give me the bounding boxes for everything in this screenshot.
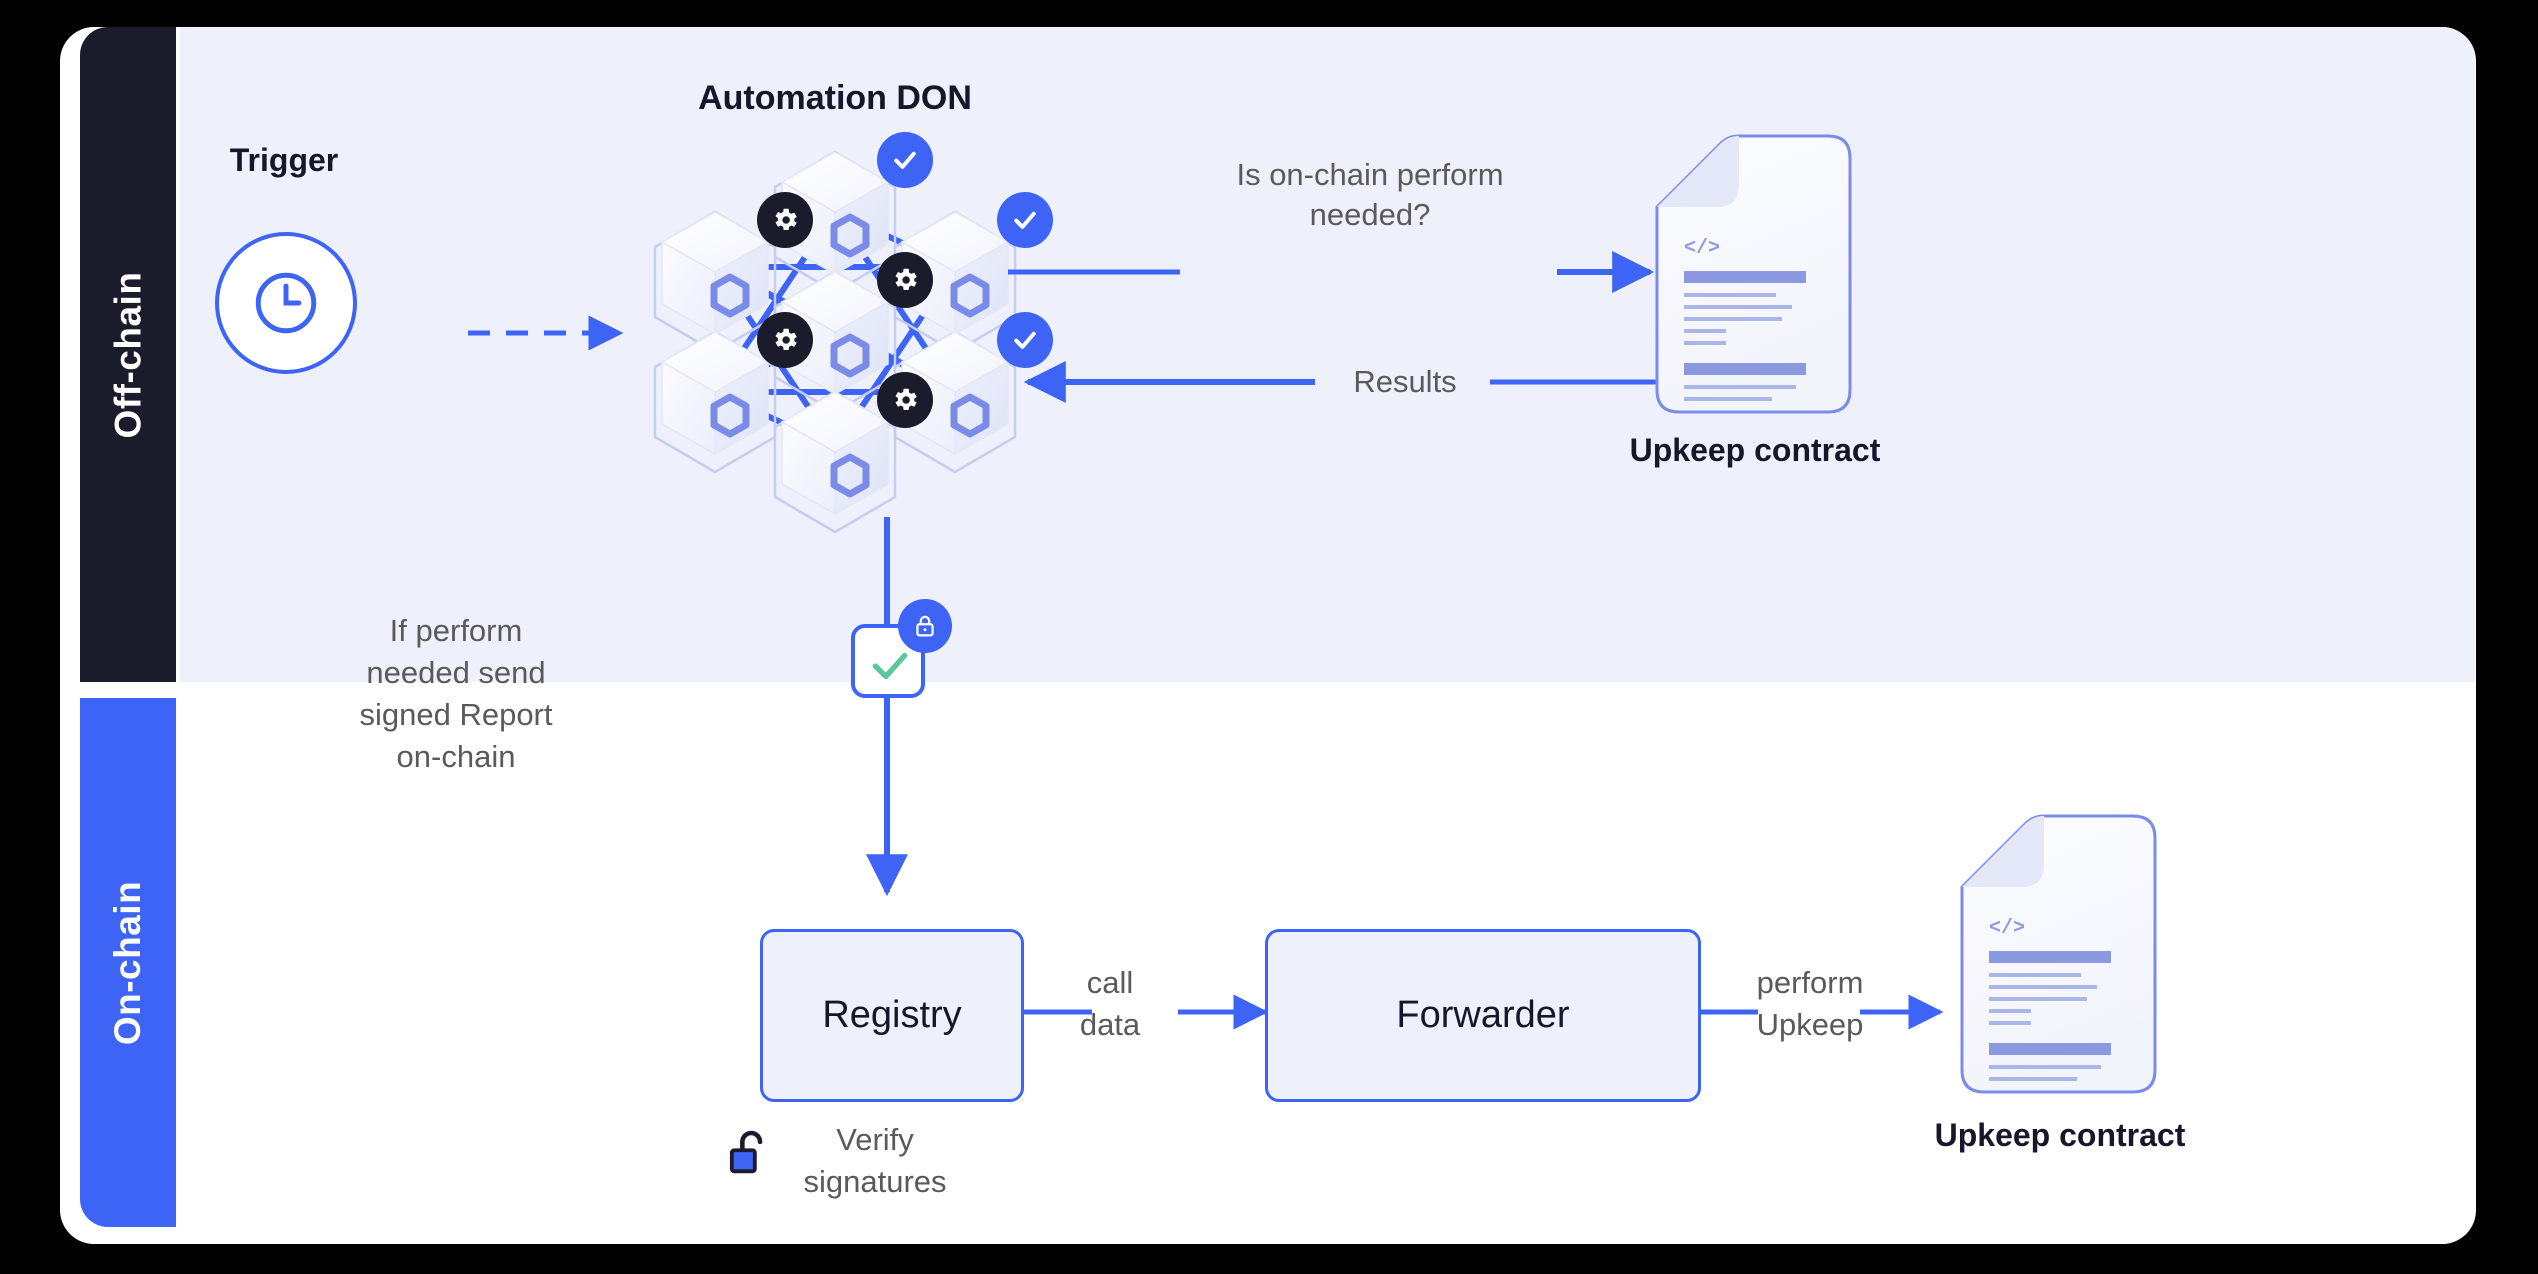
forwarder-box[interactable]: Forwarder <box>1265 929 1701 1102</box>
verify-line-2: signatures <box>803 1163 947 1199</box>
question-line-1: Is on-chain perform <box>1236 157 1504 192</box>
call-data-label: call data <box>1050 962 1170 1046</box>
perform-upkeep-label: perform Upkeep <box>1710 962 1910 1046</box>
check-icon <box>872 652 908 680</box>
sidebar-onchain-label: On-chain <box>107 880 148 1045</box>
signed-report-caption-line-1: If perform <box>389 613 523 648</box>
unlock-icon <box>728 1127 772 1183</box>
node-badge-gear-icon <box>757 192 813 248</box>
signed-report-caption-line-4: on-chain <box>396 738 516 774</box>
signed-report-caption: If perform needed send signed Report on-… <box>281 610 631 777</box>
upkeep-contract-label-offchain: Upkeep contract <box>1629 432 1881 468</box>
sidebar-onchain: On-chain <box>80 698 176 1227</box>
registry-box[interactable]: Registry <box>760 929 1024 1102</box>
question-line-2: needed? <box>1309 196 1431 232</box>
signed-report-caption-line-2: needed send <box>366 654 546 690</box>
sidebar-offchain-label: Off-chain <box>107 271 149 438</box>
lock-icon <box>916 615 934 637</box>
node-badge-check-icon <box>997 192 1053 248</box>
perform-upkeep-line-2: Upkeep <box>1756 1006 1864 1042</box>
perform-upkeep-line-1: perform <box>1756 965 1864 1000</box>
node-badge-check-icon <box>997 312 1053 368</box>
don-title: Automation DON <box>698 79 972 117</box>
node-badge-check-icon <box>877 132 933 188</box>
offchain-lane-background <box>180 27 2475 682</box>
results-label: Results <box>1353 364 1457 399</box>
node-badge-gear-icon <box>877 252 933 308</box>
node-badge-gear-icon <box>757 312 813 368</box>
verify-line-1: Verify <box>836 1122 914 1157</box>
node-badge-gear-icon <box>877 372 933 428</box>
question-label: Is on-chain perform needed? <box>1180 155 1560 234</box>
verify-signatures-label: Verify signatures <box>760 1119 990 1203</box>
upkeep-contract-label-onchain: Upkeep contract <box>1934 1117 2186 1153</box>
call-data-line-2: data <box>1079 1006 1141 1042</box>
lock-badge <box>898 599 952 653</box>
call-data-line-1: call <box>1086 965 1134 1000</box>
diagram-card: Off-chain On-chain <box>60 27 2476 1244</box>
trigger-label: Trigger <box>229 142 339 178</box>
trigger-clock-icon <box>215 232 357 374</box>
sidebar-offchain: Off-chain <box>80 27 176 682</box>
signed-report-box <box>851 624 925 698</box>
clock-icon <box>255 272 317 334</box>
signed-report-caption-line-3: signed Report <box>359 696 553 732</box>
